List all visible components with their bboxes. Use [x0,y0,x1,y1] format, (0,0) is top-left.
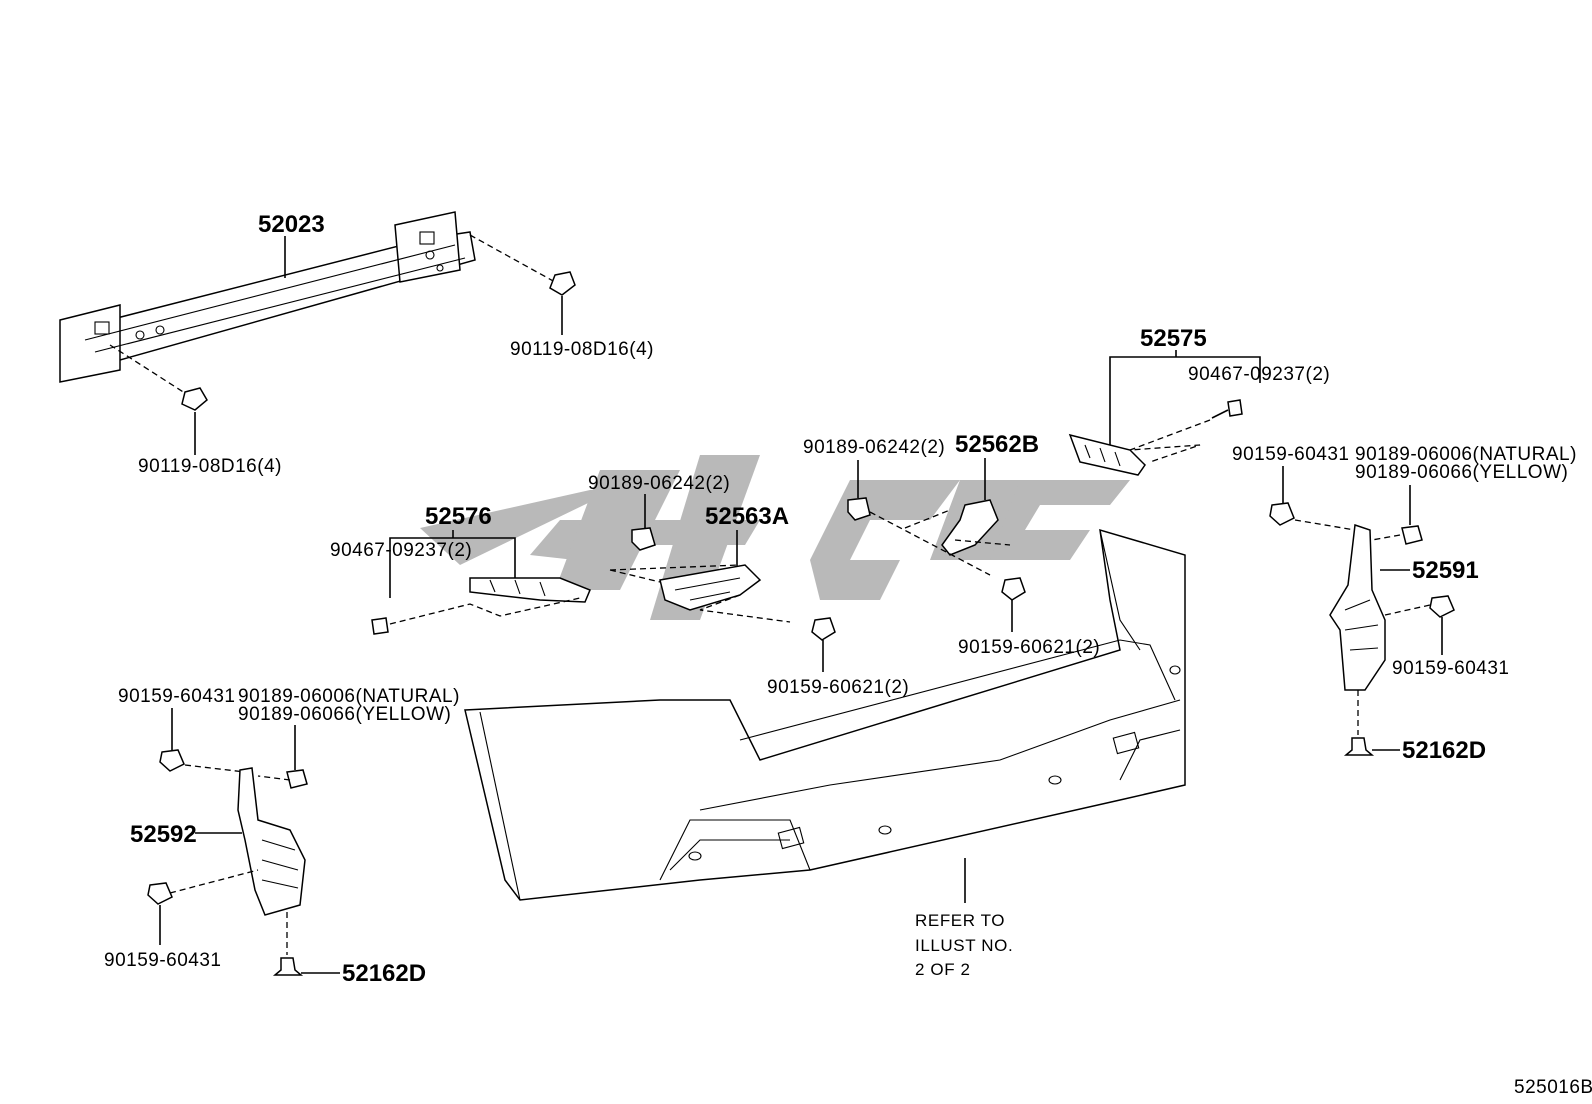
bolt-upper-right [549,271,576,335]
grommet-right [1401,525,1423,545]
label-52591: 52591 [1412,557,1479,584]
bumper-cover [464,528,1186,901]
clip-right [1343,737,1375,756]
clip-a [631,527,656,551]
label-grommet-left-yellow: 90189-06066(YELLOW) [238,704,451,725]
nut-left-bottom [147,882,173,945]
label-clip-b: 90189-06242(2) [803,437,945,458]
label-clip-right: 52162D [1402,737,1486,764]
note-line-2: ILLUST NO. [915,936,1013,955]
label-grommet-left-natural: 90189-06006(NATURAL) [238,686,460,707]
label-nut-right-top: 90159-60431 [1232,444,1350,465]
bolt-b [1001,577,1026,632]
label-screw-left: 90467-09237(2) [330,540,472,561]
nut-right-top [1269,502,1295,526]
label-bolt-upper-right: 90119-08D16(4) [510,339,654,360]
label-nut-right-side: 90159-60431 [1392,658,1510,679]
note-line-3: 2 OF 2 [915,960,971,979]
label-bolt-lower-left: 90119-08D16(4) [138,456,282,477]
label-nut-left-top: 90159-60431 [118,686,236,707]
label-52592: 52592 [130,821,197,848]
bolt-lower-left [181,387,208,455]
label-52023: 52023 [258,211,325,238]
screw-right [1211,399,1243,419]
label-bolt-b: 90159-60621(2) [958,637,1100,658]
screw-left [371,617,389,635]
bracket-right [1329,523,1386,691]
label-bolt-a: 90159-60621(2) [767,677,909,698]
label-screw-right: 90467-09237(2) [1188,364,1330,385]
retainer-left [469,577,591,603]
label-clip-a: 90189-06242(2) [588,473,730,494]
label-clip-left: 52162D [342,960,426,987]
bolt-a [811,617,836,672]
label-nut-left-bottom: 90159-60431 [104,950,222,971]
label-52562b: 52562B [955,431,1039,458]
label-52576: 52576 [425,503,492,530]
support-b [941,499,999,556]
illustration-code: 525016B [1514,1077,1592,1098]
grommet-left [286,769,308,789]
reinforcement-beam [59,211,476,383]
bracket-left [237,767,306,916]
clip-left [272,957,304,976]
note-line-1: REFER TO [915,911,1005,930]
label-52575: 52575 [1140,325,1207,352]
label-52563a: 52563A [705,503,789,530]
nut-right-side [1429,595,1455,655]
label-grommet-right-natural: 90189-06006(NATURAL) [1355,444,1577,465]
nut-left-top [159,749,185,772]
retainer-right [1068,433,1146,476]
label-grommet-right-yellow: 90189-06066(YELLOW) [1355,462,1568,483]
clip-b [847,497,871,521]
